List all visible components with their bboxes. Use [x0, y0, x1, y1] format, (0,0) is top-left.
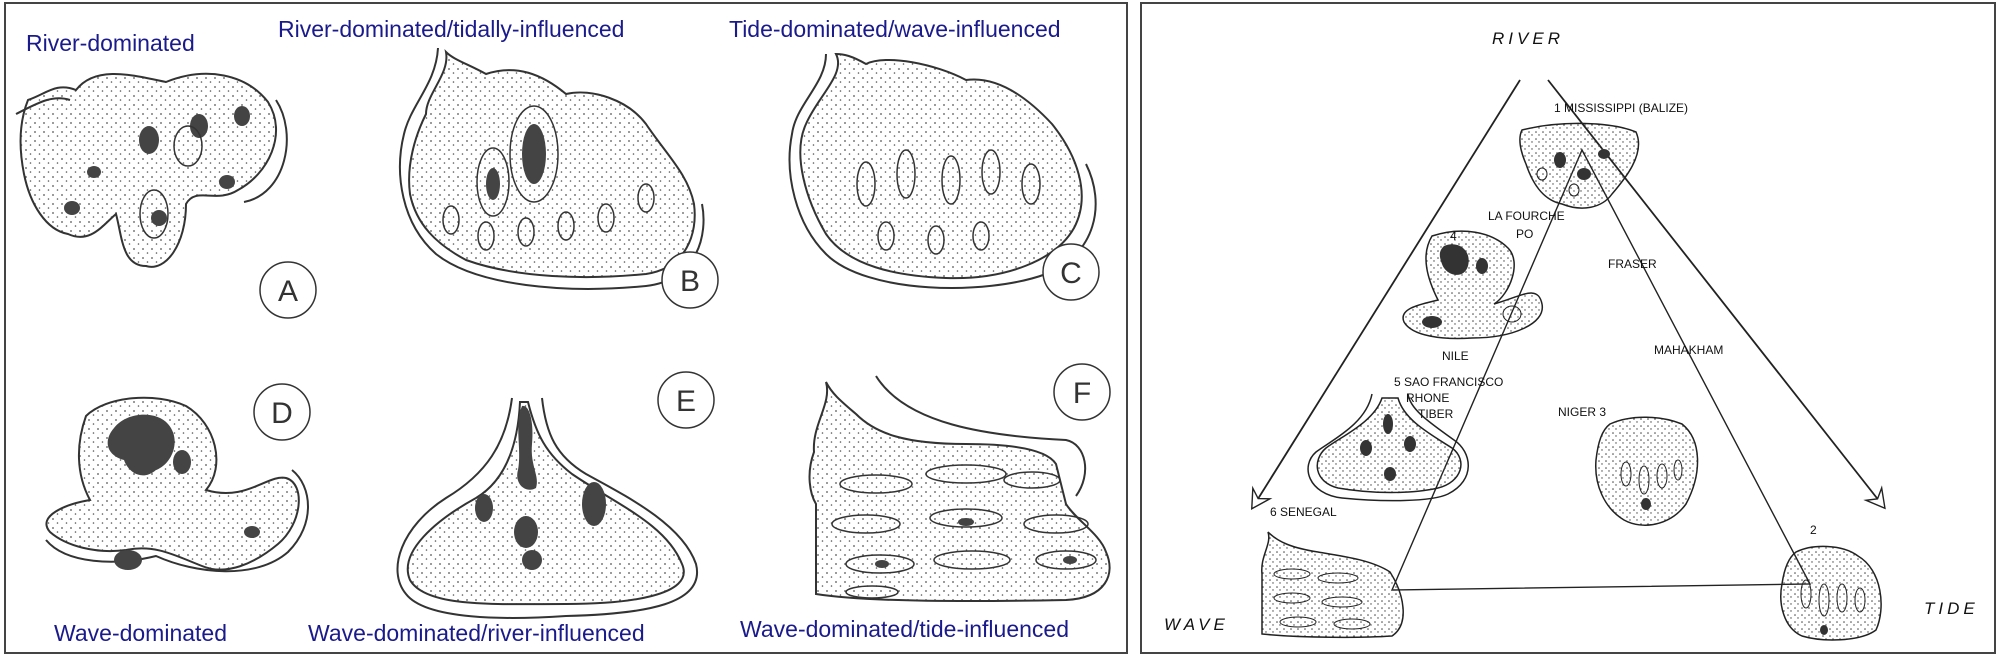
- label-fraser: FRASER: [1608, 257, 1657, 271]
- label-tide-wave: Tide-dominated/wave-influenced: [729, 16, 1061, 42]
- sketch-wave-dominated: D: [45, 383, 311, 573]
- label-niger: NIGER 3: [1558, 405, 1606, 419]
- label-la-fourche: LA FOURCHE: [1488, 209, 1565, 223]
- corner-river: RIVER: [1492, 29, 1564, 48]
- label-four: 4: [1450, 229, 1457, 243]
- letter-b: B: [680, 265, 700, 298]
- delta-types-panel: River-dominated River-dominated/tidally-…: [4, 2, 1128, 654]
- label-wave-tide: Wave-dominated/tide-influenced: [740, 616, 1069, 642]
- inner-triangle: [1390, 148, 1812, 591]
- letter-c: C: [1060, 257, 1082, 290]
- corner-wave: WAVE: [1164, 615, 1229, 634]
- letter-a: A: [278, 275, 298, 308]
- label-river-dominated: River-dominated: [26, 30, 195, 56]
- arrow-to-wave: [1250, 79, 1521, 511]
- label-mahakham: MAHAKHAM: [1654, 343, 1723, 357]
- sketch-delta-2: [1780, 545, 1882, 641]
- label-tiber: TIBER: [1418, 407, 1454, 421]
- label-river-tidally: River-dominated/tidally-influenced: [278, 16, 625, 42]
- sketch-tide-wave: C: [788, 52, 1100, 301]
- sketch-river-dominated: A: [15, 72, 317, 319]
- label-wave-dominated: Wave-dominated: [54, 620, 228, 646]
- label-senegal: 6 SENEGAL: [1270, 505, 1337, 519]
- label-nile: NILE: [1442, 349, 1469, 363]
- delta-sketches: A B: [15, 47, 1111, 619]
- label-mississippi: 1 MISSISSIPPI (BALIZE): [1554, 101, 1688, 115]
- label-sao-francisco: 5 SAO FRANCISCO: [1394, 375, 1503, 389]
- ternary-classification-panel: RIVER WAVE TIDE: [1140, 2, 1996, 654]
- sketch-senegal: [1261, 531, 1404, 639]
- corner-tide: TIDE: [1924, 599, 1979, 618]
- sketch-wave-tide: F: [808, 363, 1111, 603]
- sketch-river-tidal: B: [399, 47, 719, 309]
- ternary-diagram: RIVER WAVE TIDE: [1164, 29, 1979, 641]
- label-two: 2: [1810, 523, 1817, 537]
- sketch-delta-4: [1402, 230, 1543, 340]
- label-rhone: RHONE: [1406, 391, 1449, 405]
- letter-d: D: [271, 397, 293, 430]
- sketch-sao-francisco: [1307, 393, 1469, 502]
- sketch-niger: [1595, 416, 1699, 526]
- label-wave-river: Wave-dominated/river-influenced: [308, 620, 645, 646]
- letter-f: F: [1073, 377, 1091, 410]
- sketch-wave-river: E: [396, 371, 715, 619]
- label-po: PO: [1516, 227, 1533, 241]
- letter-e: E: [676, 385, 696, 418]
- sketch-mississippi: [1519, 122, 1640, 209]
